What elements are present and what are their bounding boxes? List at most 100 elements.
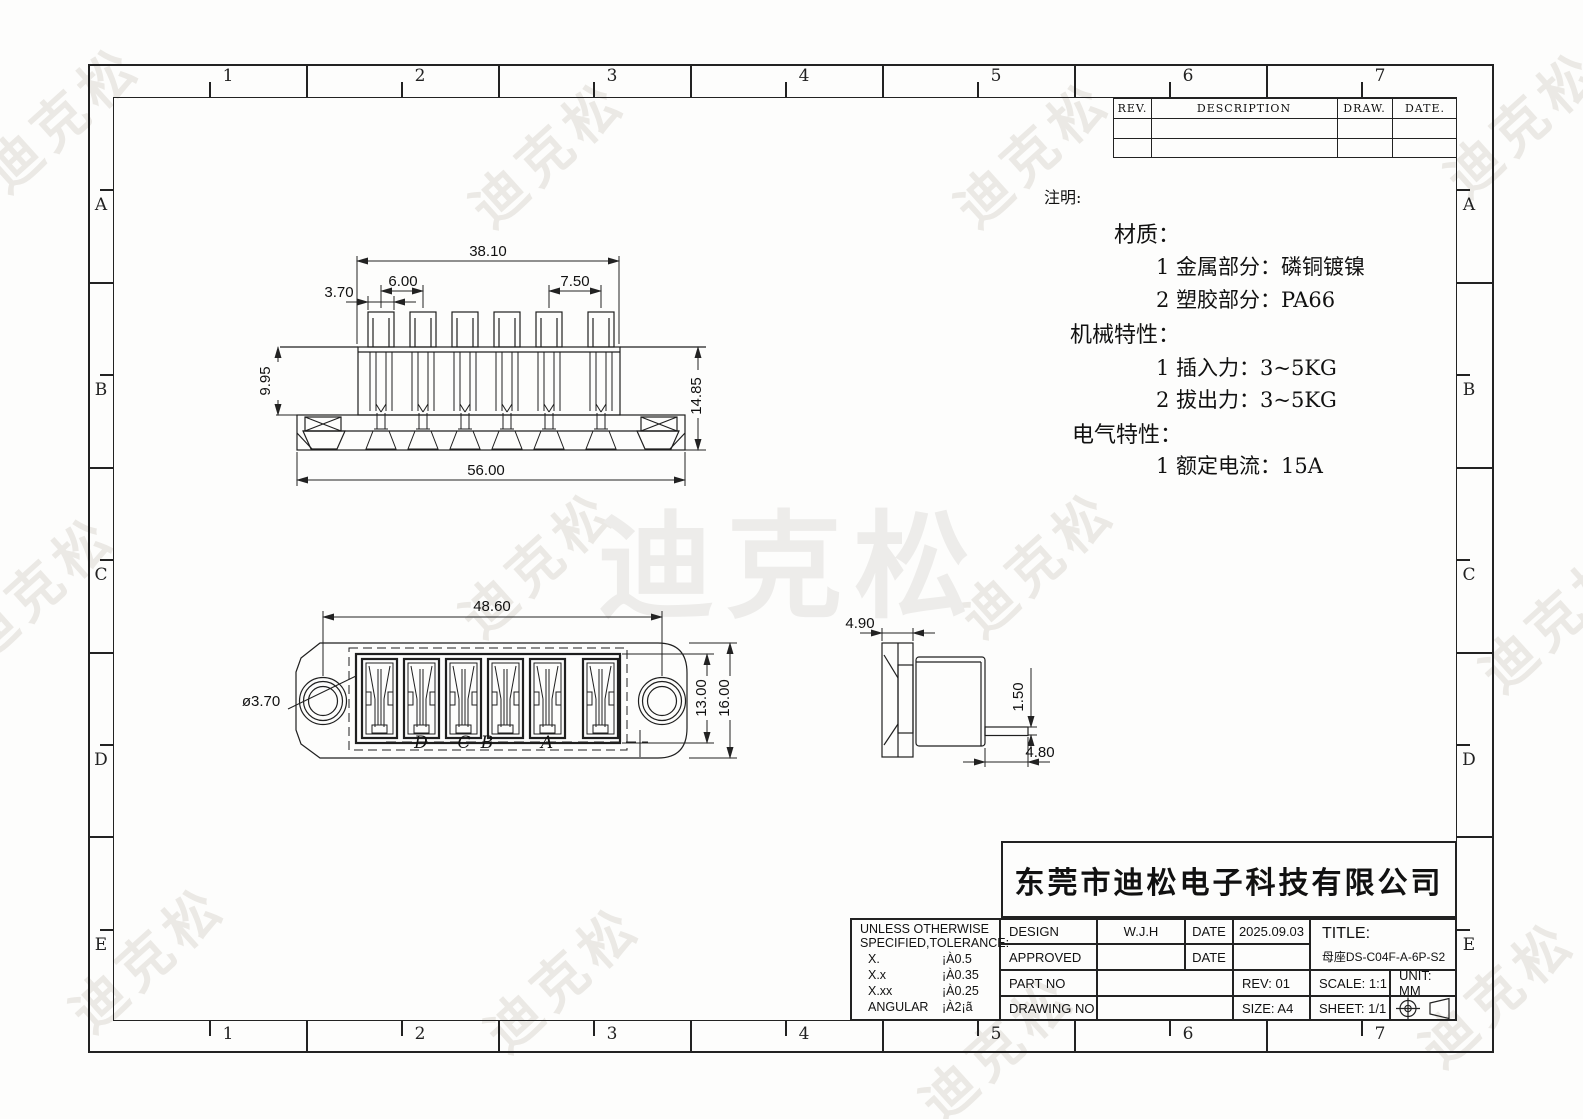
front-view	[280, 311, 706, 451]
revision-header-draw: DRAW.	[1343, 102, 1386, 115]
tolerance-row-label: X.x	[868, 968, 887, 982]
zone-row-label-right: A	[1462, 195, 1476, 215]
frame-tick	[1457, 744, 1470, 746]
slot-label-c: C	[457, 733, 470, 753]
frame-tick	[1074, 64, 1076, 97]
zone-row-label-right: E	[1462, 935, 1476, 955]
plan-view	[295, 642, 688, 759]
frame-tick	[1457, 836, 1494, 838]
zone-row-label-left: D	[94, 750, 108, 770]
frame-tick	[100, 559, 113, 561]
dim-front-width-total: 56.00	[467, 462, 505, 479]
notes-electrical-item: 1 额定电流：15A	[1156, 454, 1323, 478]
revision-header-date: DATE.	[1404, 102, 1446, 115]
zone-row-label-left: B	[94, 380, 108, 400]
title-value: 母座DS-C04F-A-6P-S2	[1321, 950, 1446, 964]
frame-tick	[1457, 559, 1470, 561]
frame-tick	[1457, 189, 1470, 191]
side-view	[881, 642, 1029, 758]
dim-plan-inner-height: 13.00	[693, 679, 710, 717]
frame-tick	[785, 1021, 787, 1036]
frame-tick	[306, 1021, 308, 1053]
frame-tick	[882, 64, 884, 97]
frame-tick	[100, 374, 113, 376]
dim-front-pin-width: 3.70	[324, 284, 353, 301]
zone-row-label-left: A	[94, 195, 108, 215]
notes-material-item: 1 金属部分：磷铜镀镍	[1156, 255, 1366, 279]
zone-column-label-top: 2	[414, 66, 426, 86]
approved-label: APPROVED	[1000, 944, 1097, 970]
frame-tick	[1361, 82, 1363, 97]
frame-tick	[690, 64, 692, 97]
approved-value	[1097, 944, 1185, 970]
zone-column-label-bottom: 2	[414, 1024, 426, 1044]
dim-front-height-body: 9.95	[257, 366, 274, 395]
dim-plan-hole-span: 48.60	[473, 598, 511, 615]
frame-tick	[100, 744, 113, 746]
revision-header-description: DESCRIPTION	[1196, 102, 1292, 115]
date-label: DATE	[1185, 918, 1233, 944]
design-label: DESIGN	[1000, 918, 1097, 944]
zone-column-label-top: 5	[990, 66, 1002, 86]
zone-column-label-bottom: 3	[606, 1024, 618, 1044]
dim-front-width-top: 38.10	[469, 243, 507, 260]
tolerance-row-label: ANGULAR	[868, 1000, 929, 1014]
zone-column-label-bottom: 1	[222, 1024, 234, 1044]
dim-plan-outer-height: 16.00	[716, 679, 733, 717]
frame-tick	[785, 82, 787, 97]
frame-tick	[401, 1021, 403, 1036]
frame-tick	[1169, 82, 1171, 97]
frame-tick	[498, 64, 500, 97]
frame-tick	[1266, 1021, 1268, 1053]
approved-date-value	[1233, 944, 1310, 970]
notes-mechanical-item: 2 拔出力：3~5KG	[1156, 388, 1337, 412]
zone-column-label-top: 7	[1374, 66, 1386, 86]
zone-row-label-left: C	[94, 565, 108, 585]
zone-column-label-bottom: 5	[990, 1024, 1002, 1044]
frame-tick	[593, 82, 595, 97]
zone-column-label-bottom: 6	[1182, 1024, 1194, 1044]
slot-label-b: B	[480, 733, 494, 753]
frame-tick	[593, 1021, 595, 1036]
revision-table-divider	[1151, 99, 1152, 157]
revision-table: REV. DESCRIPTION DRAW. DATE.	[1113, 98, 1457, 158]
tolerance-row-label: X.	[868, 952, 880, 966]
frame-tick	[1361, 1021, 1363, 1036]
frame-tick	[1074, 1021, 1076, 1053]
frame-tick	[1457, 467, 1494, 469]
notes-material-item: 2 塑胶部分：PA66	[1156, 288, 1336, 312]
watermark-center: 迪克松	[598, 500, 982, 635]
part-no-value	[1097, 970, 1233, 996]
revision-table-row-divider	[1114, 138, 1456, 139]
dim-side-pin-length: 4.80	[1025, 744, 1054, 761]
rev-field: REV: 01	[1233, 970, 1310, 996]
frame-tick	[1266, 64, 1268, 97]
frame-tick	[209, 82, 211, 97]
dim-front-height-total: 14.85	[688, 377, 705, 415]
frame-tick	[977, 82, 979, 97]
dim-front-pitch: 6.00	[388, 273, 417, 290]
frame-tick	[88, 836, 113, 838]
zone-column-label-bottom: 7	[1374, 1024, 1386, 1044]
zone-column-label-top: 1	[222, 66, 234, 86]
frame-outer-border	[88, 64, 1494, 1053]
frame-tick	[977, 1021, 979, 1036]
frame-inner-border	[113, 97, 1457, 1021]
frame-tick	[100, 929, 113, 931]
frame-tick	[1457, 929, 1470, 931]
side-view-dimensions	[860, 628, 1050, 767]
frame-tick	[306, 64, 308, 97]
tolerance-row-label: X.xx	[868, 984, 893, 998]
frame-tick	[1457, 652, 1494, 654]
notes-mechanical-heading: 机械特性：	[1070, 323, 1181, 348]
title-label: TITLE:	[1322, 925, 1371, 942]
slot-label-a: A	[539, 733, 553, 753]
zone-row-label-right: B	[1462, 380, 1476, 400]
zone-column-label-top: 3	[606, 66, 618, 86]
approved-date-label: DATE	[1185, 944, 1233, 970]
dim-side-pin-thickness: 1.50	[1010, 682, 1027, 711]
frame-tick	[88, 282, 113, 284]
zone-row-label-right: D	[1462, 750, 1476, 770]
